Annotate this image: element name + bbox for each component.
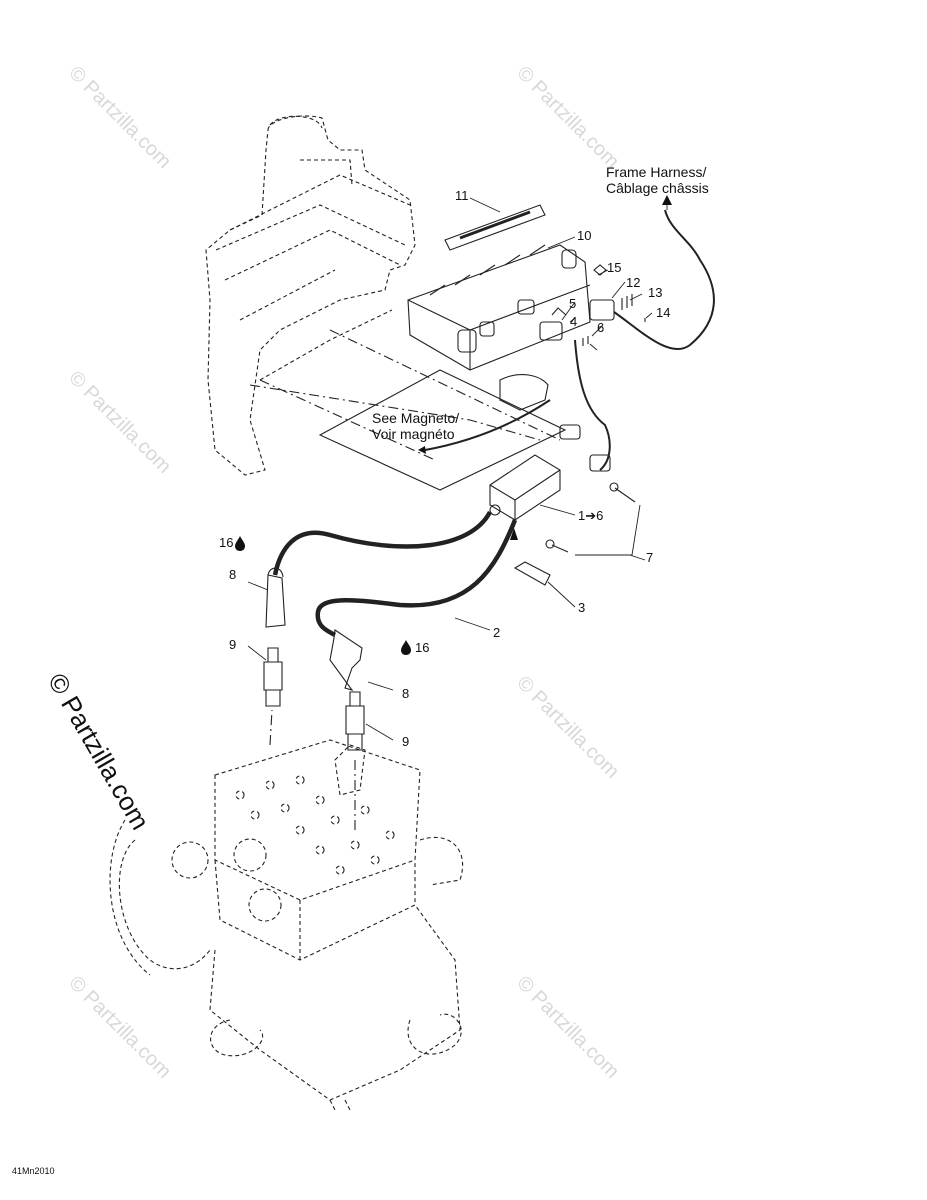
coil-brackets — [559, 424, 611, 472]
magneto-box — [318, 369, 567, 491]
callout-1-6: 1➔6 — [578, 508, 604, 523]
callout-8a: 8 — [229, 567, 237, 582]
callout-2: 2 — [493, 625, 501, 640]
decal — [444, 204, 546, 251]
magneto-arrow — [418, 446, 426, 454]
callout-16b: 16 — [415, 640, 430, 655]
callout-5: 5 — [569, 296, 577, 311]
ht-wire-1 — [272, 510, 492, 576]
callout-4: 4 — [570, 314, 578, 329]
ignition-module — [407, 244, 591, 371]
spark-plug-caps — [265, 567, 363, 691]
callout-15: 15 — [607, 260, 622, 275]
alignment-lines — [249, 329, 561, 830]
leader-lines — [247, 197, 668, 741]
callout-8b: 8 — [402, 686, 410, 701]
connectors — [539, 264, 646, 346]
frame-harness-cable — [613, 209, 715, 351]
callout-9a: 9 — [229, 637, 237, 652]
screws — [545, 482, 636, 553]
ignition-coil — [489, 454, 561, 521]
drop-icon — [401, 640, 411, 655]
callout-13: 13 — [648, 285, 663, 300]
callout-12: 12 — [626, 275, 641, 290]
callout-11: 11 — [455, 188, 469, 203]
connector-part-3 — [513, 561, 551, 586]
callout-9b: 9 — [402, 734, 410, 749]
drop-icon — [235, 536, 245, 551]
coil-arrow — [510, 528, 518, 540]
module-harness — [574, 339, 611, 471]
oil-tank — [205, 115, 416, 476]
callout-3: 3 — [578, 600, 586, 615]
drawing-code: 41Mn2010 — [12, 1166, 55, 1176]
spark-plugs — [263, 647, 365, 751]
callout-16a: 16 — [219, 535, 234, 550]
callout-6: 6 — [597, 320, 605, 335]
callout-14: 14 — [656, 305, 671, 320]
callout-10: 10 — [577, 228, 592, 243]
harness-arrow — [662, 195, 672, 205]
frame-harness-label: Frame Harness/ Câblage châssis — [606, 164, 709, 196]
callout-7: 7 — [646, 550, 654, 565]
engine — [109, 739, 464, 1111]
see-magneto-label: See Magneto/ Voir magnéto — [372, 410, 460, 442]
ht-wire-2 — [315, 519, 518, 638]
